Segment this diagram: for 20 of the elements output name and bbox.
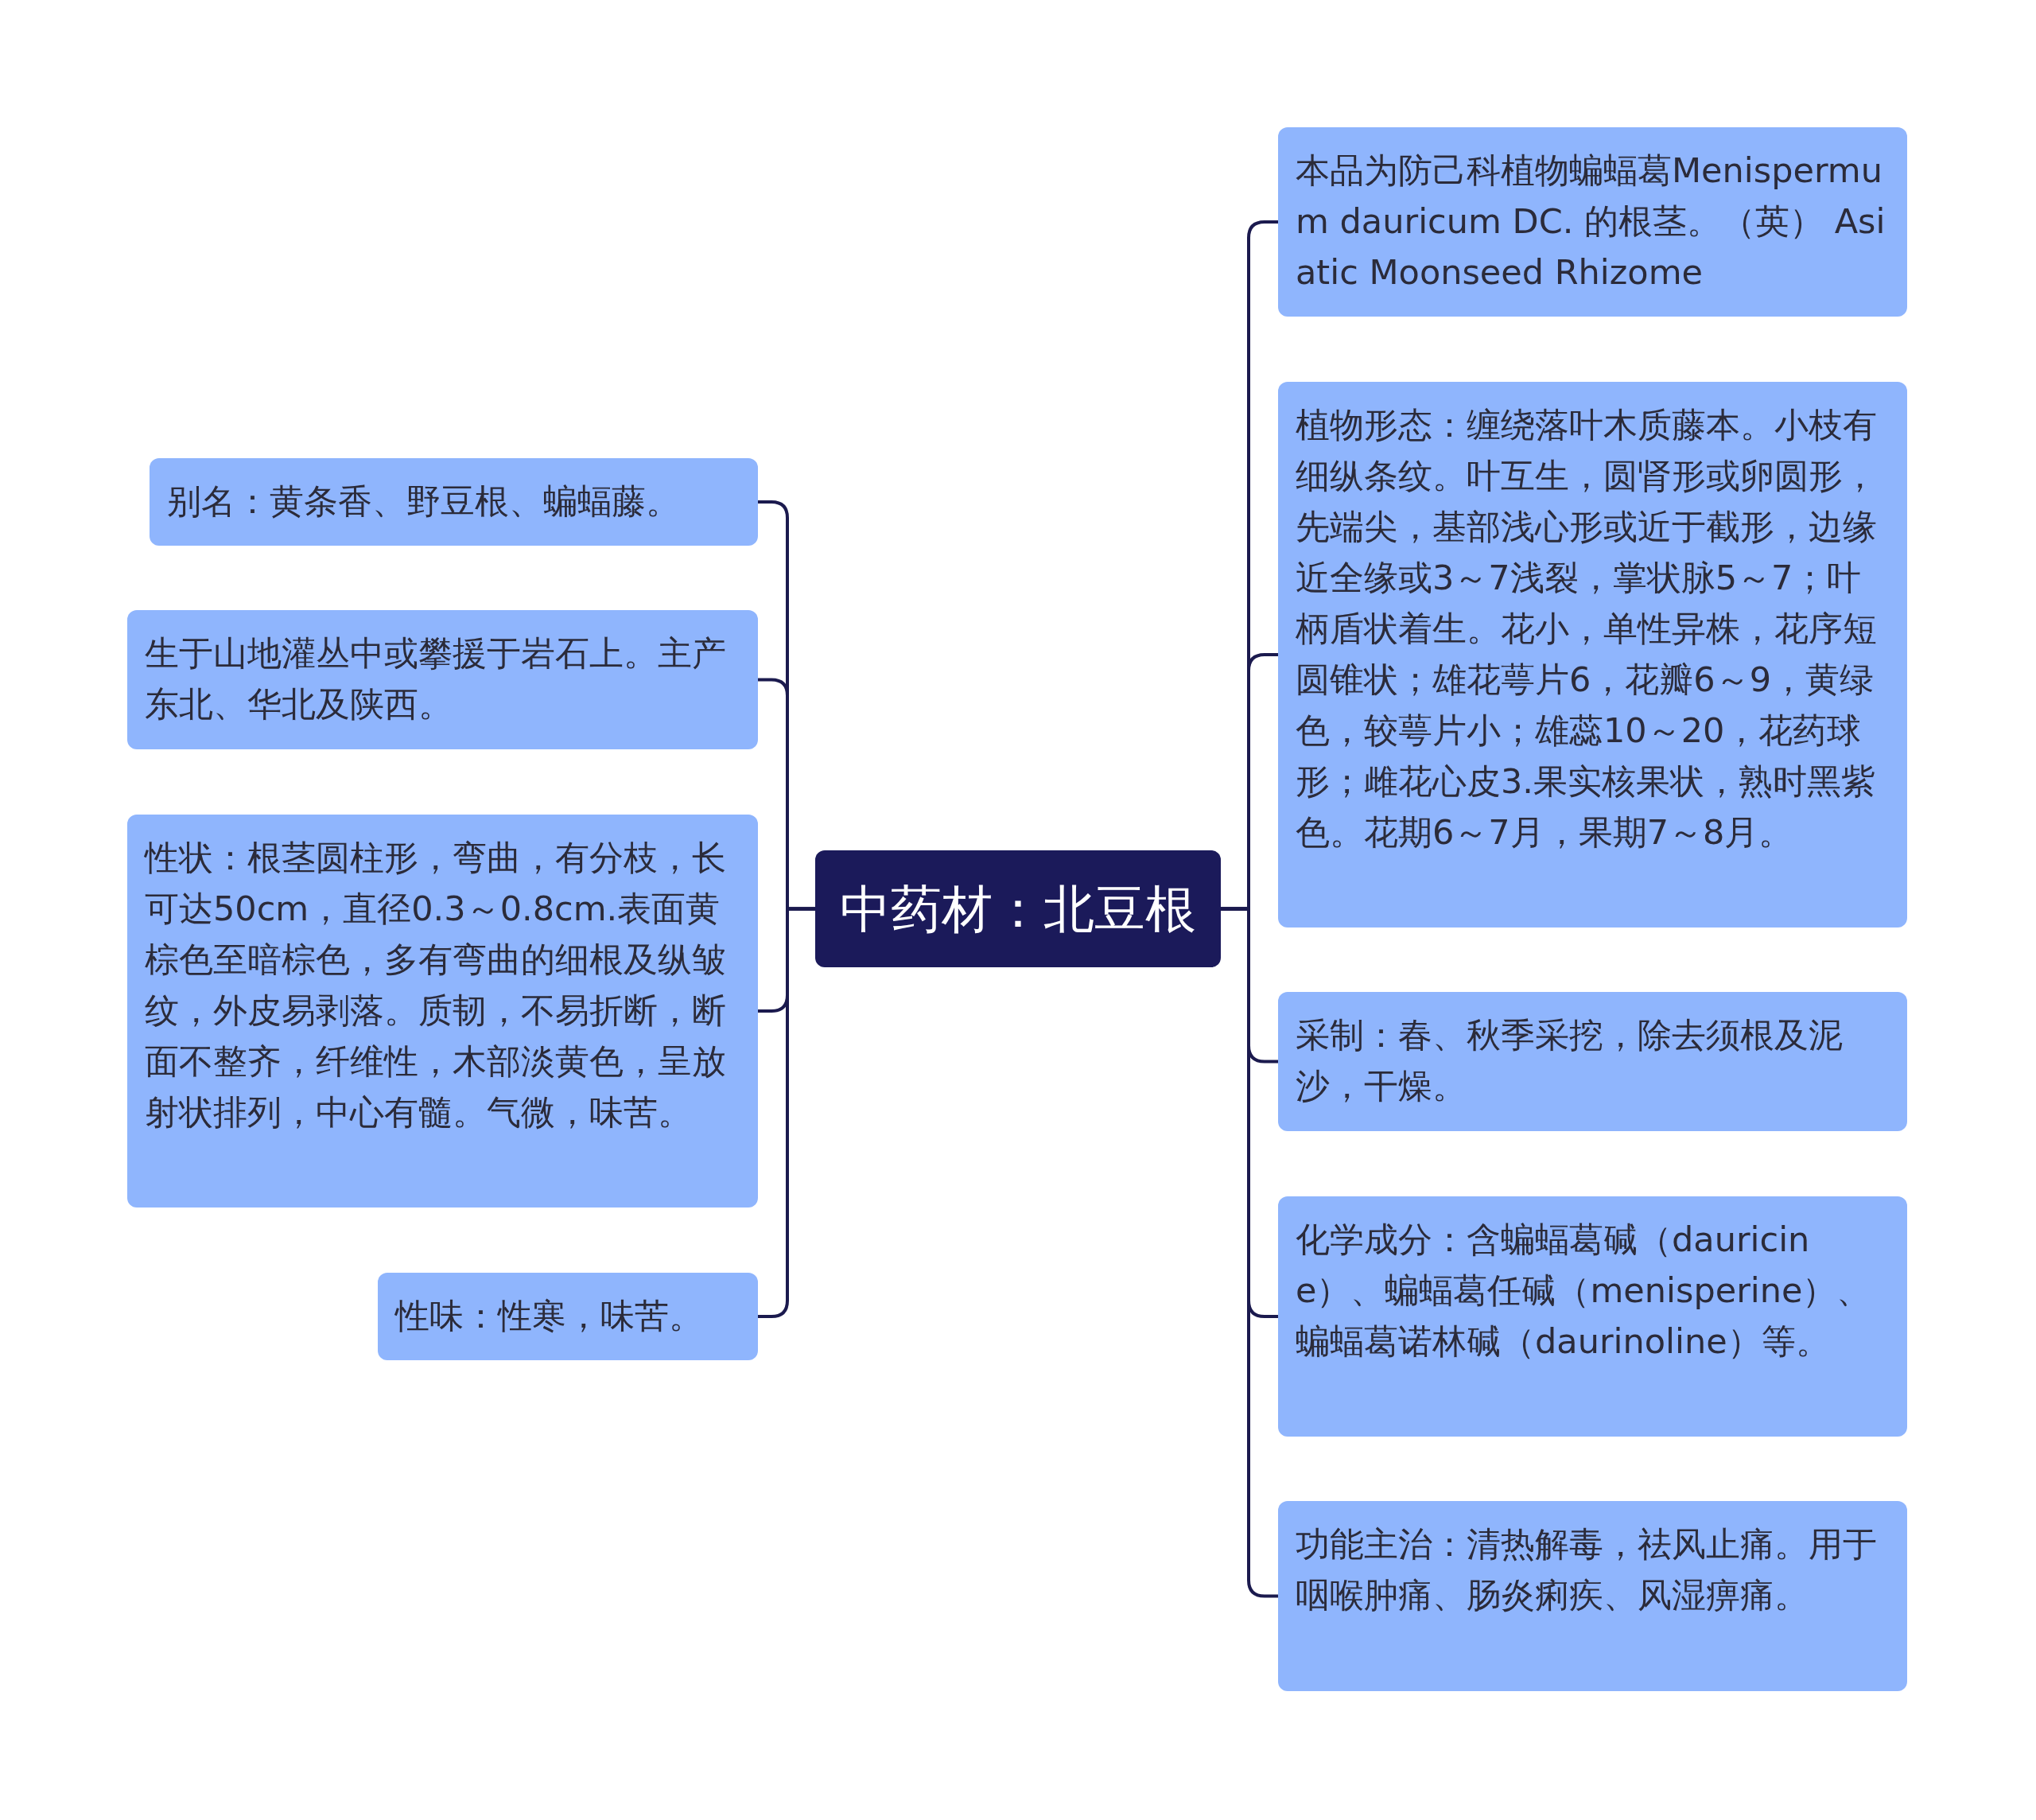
topic-text: 别名：黄条香、野豆根、蝙蝠藤。 xyxy=(167,480,681,523)
topic-box xyxy=(1278,1196,1907,1437)
topic-box xyxy=(378,1273,758,1360)
topic-text: 功能主治：清热解毒，祛风止痛。用于咽喉肿痛、肠炎痢疾、风湿痹痛。 xyxy=(1296,1523,1878,1616)
topic-text: 性味：性寒，味苦。 xyxy=(395,1295,704,1337)
topic-box xyxy=(1278,1501,1907,1691)
topic-box xyxy=(150,458,758,546)
topic-box xyxy=(127,815,758,1208)
topic-text: 本品为防己科植物蝙蝠葛Menispermum dauricum DC. 的根茎。（英） Asiatic Moonseed Rhizome xyxy=(1296,150,1886,294)
topic-box xyxy=(1278,382,1907,928)
central-topic-box xyxy=(815,850,1221,967)
topic-box xyxy=(1278,127,1907,317)
topic-box xyxy=(1278,992,1907,1131)
topic-text: 性状：根茎圆柱形，弯曲，有分枝，长可达50cm，直径0.3～0.8cm.表面黄棕色至暗棕色，多有弯曲的细根及纵皱纹，外皮易剥落。质韧，不易折断，断面不整齐，纤维性，木部淡黄色，呈放射状排列，中心有髓。气微，味苦。 xyxy=(145,837,727,1134)
topic-text: 采制：春、秋季采挖，除去须根及泥沙，干燥。 xyxy=(1296,1014,1844,1107)
topic-box xyxy=(127,610,758,749)
topic-text: 植物形态：缠绕落叶木质藤本。小枝有细纵条纹。叶互生，圆肾形或卵圆形，先端尖，基部浅心形或近于截形，边缘近全缘或3～7浅裂，掌状脉5～7；叶柄盾状着生。花小，单性异株，花序短圆锥状；雄花萼片6，花瓣6～9，黄绿色，较萼片小；雄蕊10～20，花药球形；雌花心皮3.果实核果状，熟时黑紫色。花期6～7月，果期7～8月。 xyxy=(1296,404,1878,854)
central-topic-text: 中药材：北豆根 xyxy=(840,878,1196,940)
topic-text: 生于山地灌丛中或攀援于岩石上。主产东北、华北及陕西。 xyxy=(145,632,727,725)
topic-text: 化学成分：含蝙蝠葛碱（dauricine）、蝙蝠葛任碱（menisperine）、蝙蝠葛诺林碱（daurinoline）等。 xyxy=(1296,1219,1872,1363)
